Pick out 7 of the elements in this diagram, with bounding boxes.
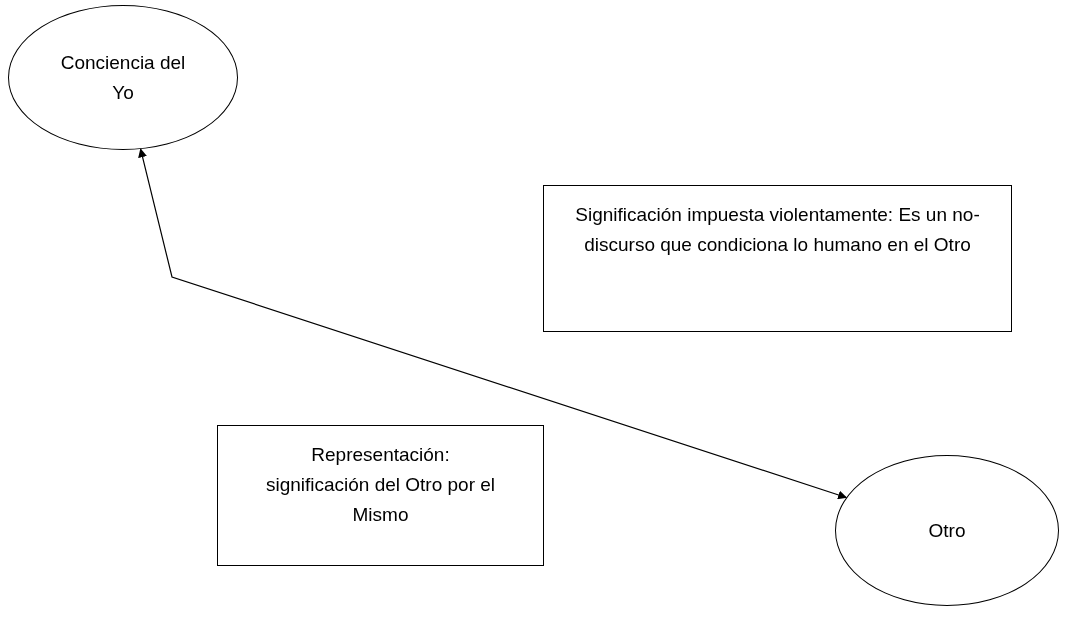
double-headed-arrow bbox=[138, 148, 848, 500]
node-label: Otro bbox=[928, 518, 966, 543]
node-label: Representación: significación del Otro por el Mismo bbox=[264, 443, 497, 527]
node-label: Significación impuesta violentamente: Es un no-discurso que condiciona lo humano en el Otro bbox=[574, 203, 981, 257]
text-box bbox=[217, 425, 544, 566]
node-label: Conciencia del Yo bbox=[59, 50, 187, 105]
text-box bbox=[543, 185, 1012, 332]
